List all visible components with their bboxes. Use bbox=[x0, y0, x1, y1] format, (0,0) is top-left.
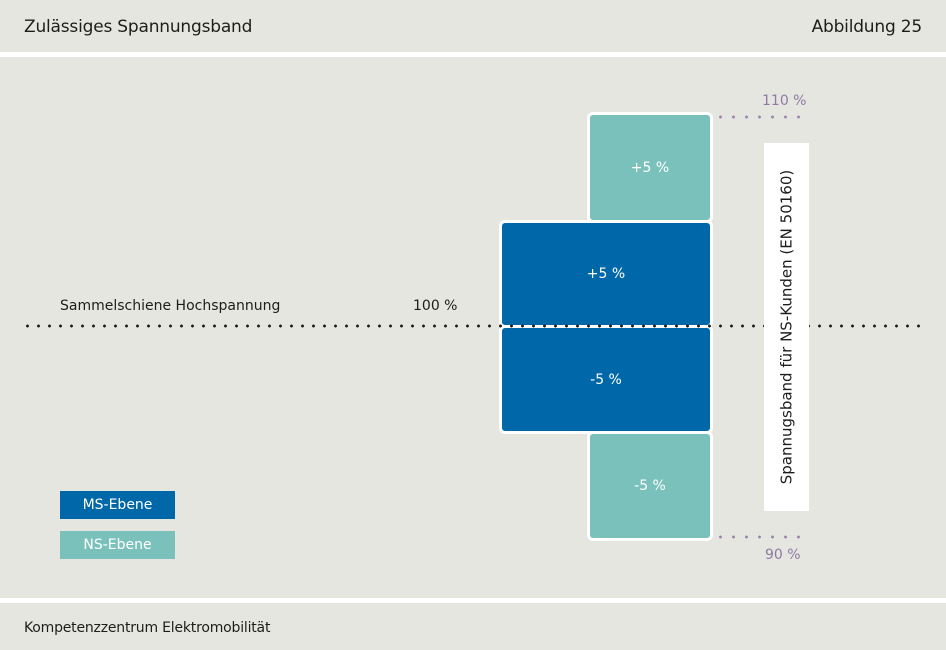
legend-ms: MS-Ebene bbox=[60, 491, 175, 519]
legend-ns: NS-Ebene bbox=[60, 531, 175, 559]
voltage-band-label: Spannugsband für NS-Kunden (EN 50160) bbox=[777, 169, 796, 485]
ns-upper-bar: +5 % bbox=[587, 112, 713, 223]
upper-limit-label: 110 % bbox=[762, 93, 807, 109]
ms-lower-value: -5 % bbox=[590, 371, 622, 388]
lower-limit-label: 90 % bbox=[765, 547, 801, 563]
lower-limit-line bbox=[714, 535, 802, 539]
busbar-label: Sammelschiene Hochspannung bbox=[60, 298, 281, 314]
upper-limit-line bbox=[714, 115, 802, 119]
header: Zulässiges Spannungsband Abbildung 25 bbox=[0, 0, 946, 52]
page-title: Zulässiges Spannungsband bbox=[24, 17, 253, 37]
figure-number: Abbildung 25 bbox=[811, 17, 923, 37]
legend-ms-label: MS-Ebene bbox=[82, 497, 153, 513]
ns-upper-value: +5 % bbox=[630, 159, 670, 176]
voltage-band-box: Spannugsband für NS-Kunden (EN 50160) bbox=[764, 143, 809, 511]
ns-lower-value: -5 % bbox=[634, 478, 666, 494]
ns-lower-bar: -5 % bbox=[587, 431, 713, 541]
ms-upper-value: +5 % bbox=[586, 266, 626, 282]
busbar-value: 100 % bbox=[413, 298, 458, 314]
footer-source: Kompetenzzentrum Elektromobilität bbox=[24, 620, 271, 636]
header-divider bbox=[0, 52, 946, 57]
ms-upper-bar: +5 % bbox=[499, 220, 713, 328]
footer-divider bbox=[0, 598, 946, 603]
legend-ns-label: NS-Ebene bbox=[83, 537, 152, 553]
busbar-line bbox=[22, 324, 922, 328]
ms-lower-bar: -5 % bbox=[499, 325, 713, 434]
